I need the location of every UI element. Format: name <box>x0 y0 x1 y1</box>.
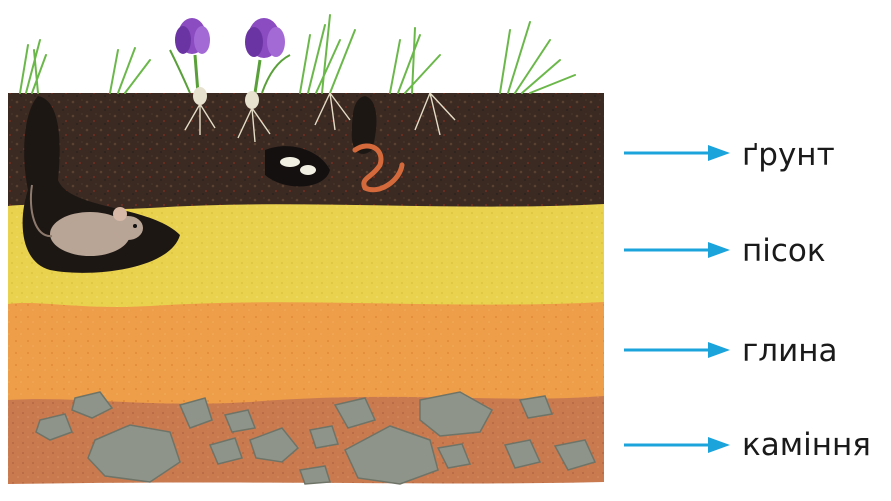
grass <box>20 15 575 93</box>
label-sand: пісок <box>742 236 826 267</box>
arrow-head-clay <box>708 342 730 358</box>
layer-arrows <box>624 145 730 453</box>
arrow-head-stones <box>708 437 730 453</box>
label-soil: ґрунт <box>742 140 835 171</box>
label-stones: каміння <box>742 430 871 461</box>
label-clay: глина <box>742 336 838 367</box>
arrow-head-soil <box>708 145 730 161</box>
arrow-head-sand <box>708 242 730 258</box>
clay-layer <box>8 295 604 404</box>
